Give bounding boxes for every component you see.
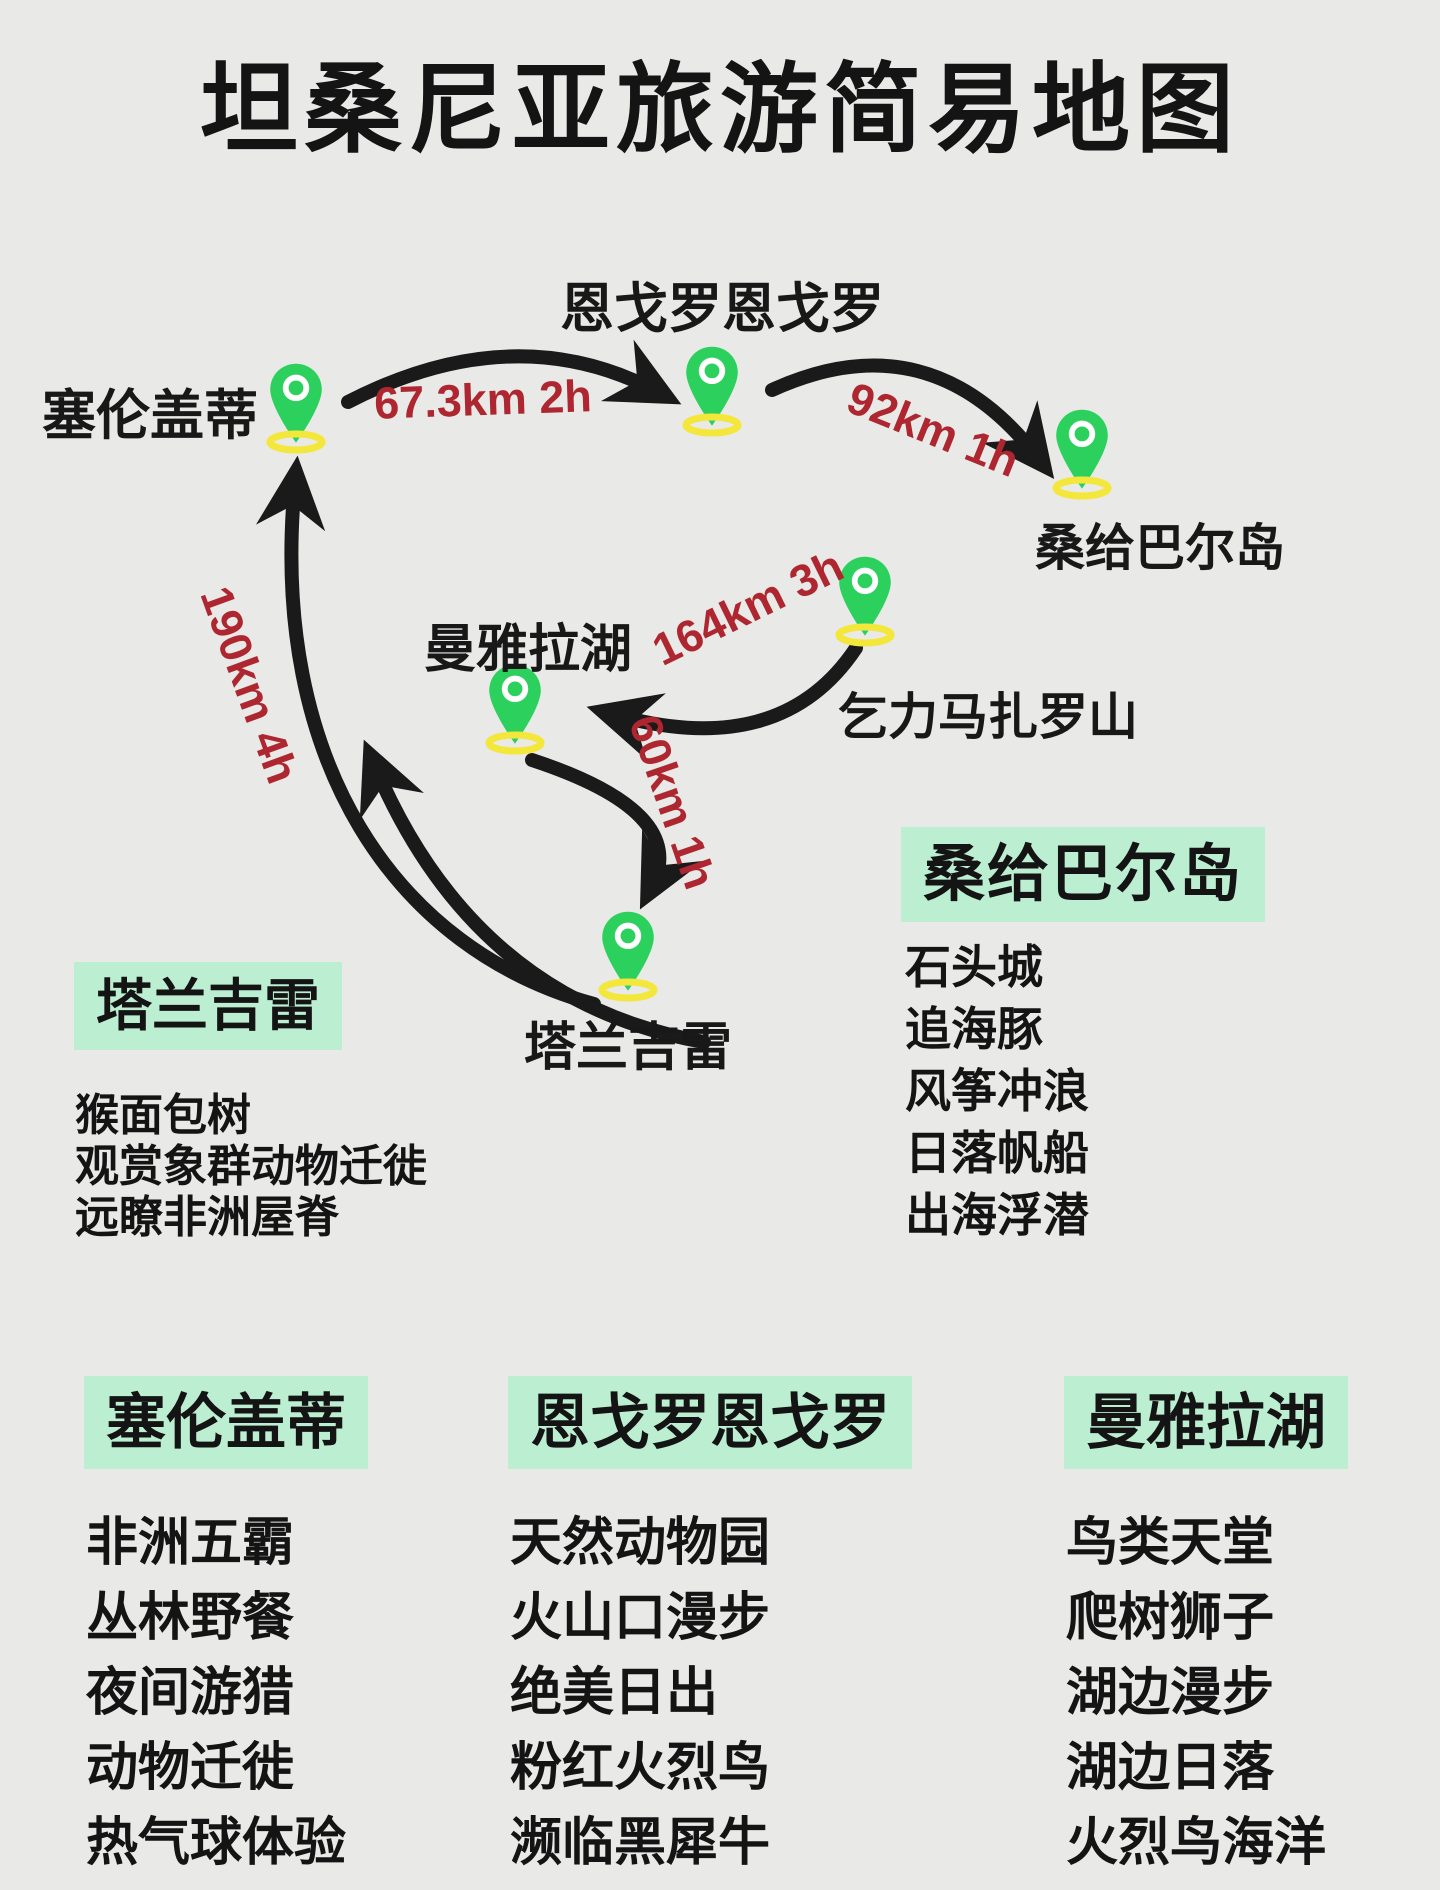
section-header-manyara: 曼雅拉湖 — [1064, 1376, 1348, 1469]
list-item: 丛林野餐 — [86, 1589, 295, 1647]
section-zanzibar: 桑给巴尔岛 — [901, 827, 1266, 923]
list-item: 远瞭非洲屋脊 — [75, 1193, 339, 1242]
location-pin-icon — [686, 346, 738, 426]
route-label-manyara-tarangire: 60km 1h — [619, 708, 726, 896]
map-label-ngorongoro: 恩戈罗恩戈罗 — [560, 279, 884, 339]
list-item: 湖边日落 — [1066, 1739, 1275, 1797]
section-header-tarangire: 塔兰吉雷 — [74, 962, 342, 1051]
list-item: 出海浮潜 — [905, 1189, 1089, 1241]
section-tarangire: 塔兰吉雷 — [74, 962, 342, 1051]
list-item: 鸟类天堂 — [1066, 1514, 1275, 1572]
section-header-zanzibar: 桑给巴尔岛 — [901, 827, 1266, 923]
list-item: 湖边漫步 — [1066, 1664, 1275, 1722]
map-label-kilimanjaro: 乞力马扎罗山 — [838, 689, 1138, 745]
section-items-ngorongoro: 天然动物园 火山口漫步 绝美日出 粉红火烈鸟 濒临黑犀牛 — [510, 1506, 770, 1881]
list-item: 粉红火烈鸟 — [510, 1739, 771, 1797]
location-pin-icon — [1056, 409, 1108, 489]
map-pin-manyara — [486, 663, 544, 747]
list-item: 绝美日出 — [510, 1664, 719, 1722]
list-item: 火山口漫步 — [510, 1589, 771, 1647]
map-pin-kilimanjaro — [836, 555, 894, 639]
list-item: 天然动物园 — [510, 1514, 771, 1572]
route-label-kilimanjaro-manyara: 164km 3h — [644, 539, 852, 676]
route-label-ngorongoro-zanzibar: 92km 1h — [840, 372, 1027, 487]
route-label-serengeti-ngorongoro: 67.3km 2h — [373, 370, 593, 429]
section-items-manyara: 鸟类天堂 爬树狮子 湖边漫步 湖边日落 火烈鸟海洋 — [1066, 1506, 1326, 1881]
map-label-tarangire: 塔兰吉雷 — [523, 1019, 733, 1077]
list-item: 日落帆船 — [905, 1127, 1089, 1179]
list-item: 动物迁徙 — [86, 1739, 295, 1797]
list-item: 爬树狮子 — [1066, 1589, 1275, 1647]
list-item: 濒临黑犀牛 — [510, 1814, 771, 1872]
location-pin-icon — [839, 556, 891, 636]
list-item: 猴面包树 — [75, 1091, 251, 1140]
map-label-manyara: 曼雅拉湖 — [423, 621, 633, 679]
list-item: 观赏象群动物迁徙 — [75, 1142, 427, 1191]
section-manyara: 曼雅拉湖 — [1064, 1376, 1348, 1469]
map-pin-serengeti — [267, 362, 325, 446]
section-header-ngorongoro: 恩戈罗恩戈罗 — [508, 1376, 912, 1469]
route-arrow-tarangire-serengeti — [255, 455, 601, 1011]
list-item: 追海豚 — [905, 1003, 1043, 1055]
route-label-tarangire-serengeti: 190km 4h — [190, 579, 309, 790]
map-pin-zanzibar — [1053, 408, 1111, 492]
pin-shadow-ring-icon — [834, 623, 896, 647]
map-label-serengeti: 塞伦盖蒂 — [42, 386, 258, 446]
section-items-zanzibar: 石头城 追海豚 风筝冲浪 日落帆船 出海浮潜 — [905, 936, 1089, 1246]
pin-shadow-ring-icon — [597, 978, 659, 1002]
location-pin-icon — [602, 911, 654, 991]
section-items-serengeti: 非洲五霸 丛林野餐 夜间游猎 动物迁徙 热气球体验 — [86, 1506, 346, 1881]
section-items-tarangire: 猴面包树 观赏象群动物迁徙 远瞭非洲屋脊 — [75, 1090, 427, 1243]
location-pin-icon — [270, 363, 322, 443]
list-item: 火烈鸟海洋 — [1066, 1814, 1327, 1872]
list-item: 夜间游猎 — [86, 1664, 295, 1722]
list-item: 风筝冲浪 — [905, 1065, 1089, 1117]
list-item: 石头城 — [905, 941, 1043, 993]
map-label-zanzibar: 桑给巴尔岛 — [1035, 520, 1285, 576]
section-ngorongoro: 恩戈罗恩戈罗 — [508, 1376, 912, 1469]
pin-shadow-ring-icon — [681, 413, 743, 437]
map-pin-ngorongoro — [683, 345, 741, 429]
pin-shadow-ring-icon — [265, 430, 327, 454]
list-item: 热气球体验 — [86, 1814, 347, 1872]
location-pin-icon — [489, 664, 541, 744]
section-serengeti: 塞伦盖蒂 — [84, 1376, 368, 1469]
list-item: 非洲五霸 — [86, 1514, 295, 1572]
section-header-serengeti: 塞伦盖蒂 — [84, 1376, 368, 1469]
pin-shadow-ring-icon — [1051, 476, 1113, 500]
map-pin-tarangire — [599, 910, 657, 994]
pin-shadow-ring-icon — [484, 731, 546, 755]
page-title: 坦桑尼亚旅游简易地图 — [199, 54, 1240, 164]
